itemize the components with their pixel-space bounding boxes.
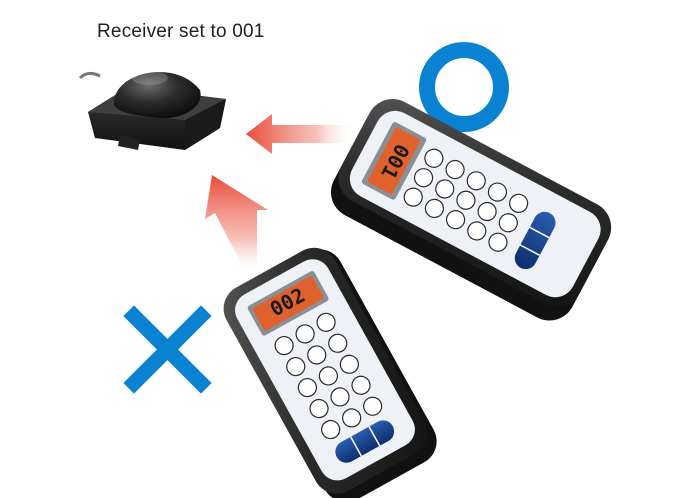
diagram-title: Receiver set to 001 xyxy=(97,21,265,42)
receiver-dome-icon xyxy=(78,71,226,150)
signal-arrow-mismatch xyxy=(205,175,268,275)
transmitter-match: 001 xyxy=(330,99,612,321)
signal-arrow-match xyxy=(246,114,355,154)
cross-ng-icon xyxy=(123,305,212,394)
keypad-match xyxy=(403,148,529,252)
function-buttons-mismatch xyxy=(335,420,395,463)
function-buttons-match xyxy=(514,211,556,270)
circle-ok-icon xyxy=(419,42,509,132)
display-panel-mismatch xyxy=(252,276,324,331)
keypad-mismatch xyxy=(274,312,383,440)
display-panel-match xyxy=(367,127,421,195)
transmitter-mismatch: 002 xyxy=(223,247,437,498)
